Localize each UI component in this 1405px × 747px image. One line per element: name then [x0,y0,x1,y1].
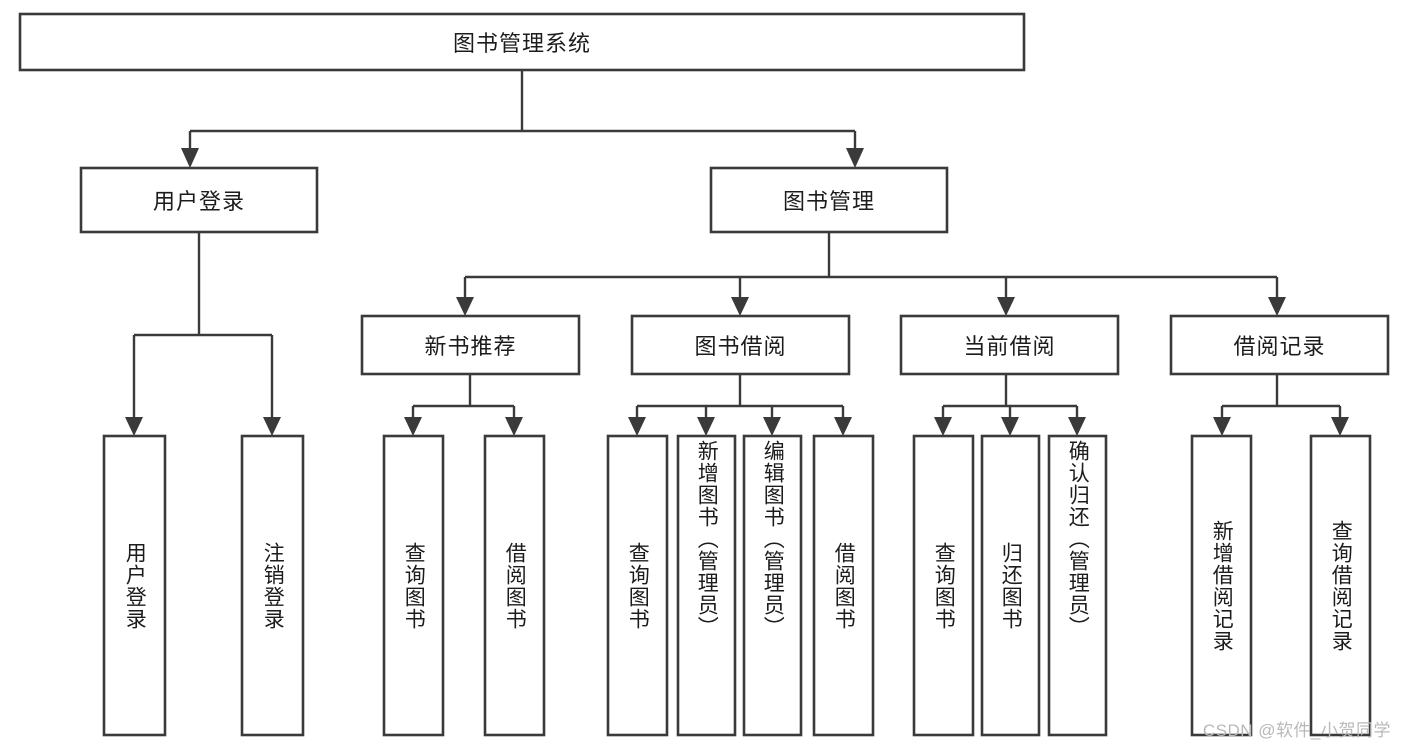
connector-root-to-level1 [181,70,864,168]
connector-newbook-to-leaves [404,374,523,436]
node-user-login[interactable] [79,166,319,234]
node-leaf-user-login[interactable] [102,434,167,737]
node-leaf-query-book-2[interactable] [606,434,669,737]
node-leaf-query-book-3[interactable] [912,434,975,737]
connector-borrowrecord-to-leaves [1213,374,1349,436]
node-leaf-logout[interactable] [240,434,305,737]
node-leaf-query-book-1[interactable] [382,434,445,737]
connector-bookmgmt-to-level2 [456,232,1286,316]
connector-userlogin-to-leaves [125,232,281,436]
node-leaf-edit-book[interactable] [742,434,803,737]
node-leaf-query-record[interactable] [1309,434,1372,737]
node-borrow-record[interactable] [1169,314,1390,376]
node-book-borrow[interactable] [630,314,851,376]
node-leaf-return-book[interactable] [980,434,1041,737]
node-book-management[interactable] [709,166,949,234]
node-leaf-borrow-book-1[interactable] [483,434,546,737]
node-leaf-add-book[interactable] [676,434,737,737]
connector-bookborrow-to-leaves [628,374,852,436]
node-leaf-add-record[interactable] [1190,434,1253,737]
node-leaf-confirm-return[interactable] [1047,434,1108,737]
node-root[interactable] [18,12,1026,72]
connector-currentborrow-to-leaves [934,374,1086,436]
node-current-borrow[interactable] [899,314,1120,376]
node-new-book-recommend[interactable] [360,314,581,376]
node-leaf-borrow-book-2[interactable] [812,434,875,737]
